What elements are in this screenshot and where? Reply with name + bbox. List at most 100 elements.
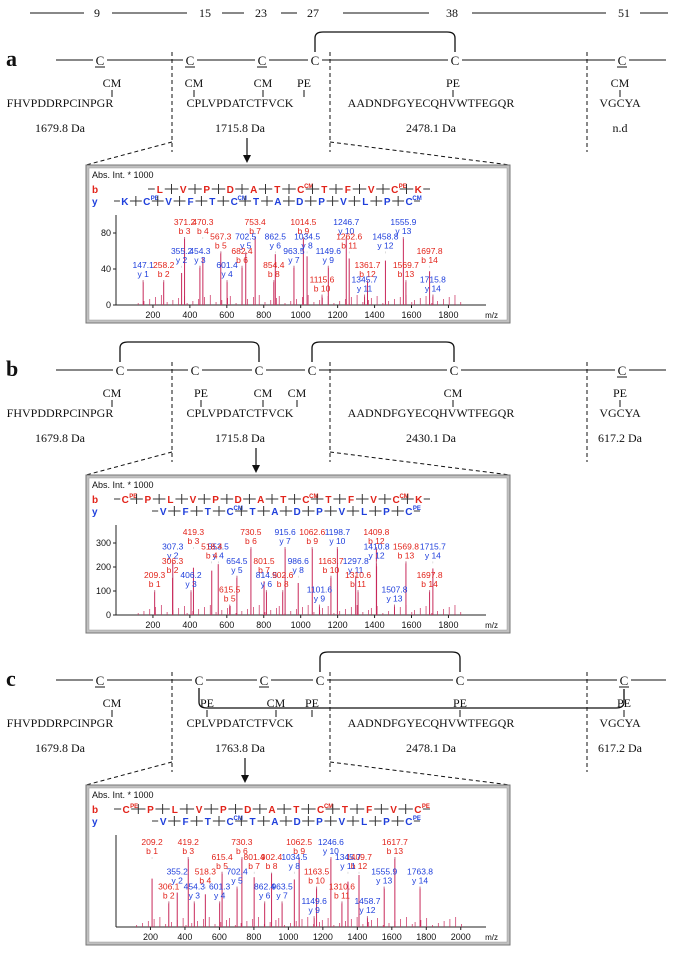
spectrum-header: Abs. Int. * 1000 [92, 170, 154, 180]
modification-label: PE [617, 696, 631, 710]
peak-ion-label: y 4 [213, 550, 225, 560]
x-tick-label: 600 [219, 620, 234, 630]
peak-mass-label: 1034.5 [281, 852, 307, 862]
peak-ion-label: b 3 [182, 846, 194, 856]
b-ladder-residue: A [250, 185, 257, 196]
y-ladder-modification: CM [412, 196, 421, 202]
peak-ion-label: b 6 [245, 536, 257, 546]
y-ion-row-label: y [92, 197, 98, 208]
peak-mass-label: 371.2 [174, 217, 196, 227]
cysteine-label: C [258, 53, 267, 68]
peak-mass-label: 702.5 [235, 231, 257, 241]
cys-gap [453, 671, 467, 687]
peak-mass-label: 1034.5 [294, 231, 320, 241]
peak-mass-label: 454.3 [184, 881, 206, 891]
cys-gap [252, 361, 266, 377]
residue-bg [242, 803, 253, 814]
y-ladder-residue: P [383, 817, 390, 828]
residue-bg [247, 505, 258, 516]
residue-bg [336, 815, 347, 826]
peak-ion-label: b 6 [236, 255, 248, 265]
residue-bg [185, 195, 196, 206]
residue-bg [314, 505, 325, 516]
cysteine-label: C [456, 673, 465, 688]
x-tick-label: 1800 [416, 932, 436, 942]
residue-bg [247, 815, 258, 826]
residue-bg [413, 493, 424, 504]
peak-mass-label: 258.2 [153, 260, 175, 270]
x-tick-label: 1800 [438, 620, 458, 630]
peak-ion-label: y 12 [377, 240, 393, 250]
arrow-head [252, 465, 260, 473]
peak-mass-label: 1410.8 [364, 541, 390, 551]
peak-ion-label: b 11 [350, 579, 366, 589]
x-tick-label: 2000 [451, 932, 471, 942]
peak-ion-label: y 13 [376, 876, 392, 886]
peak-ion-label: b 11 [341, 240, 357, 250]
zoom-guide [329, 761, 511, 786]
y-ladder-residue: T [249, 817, 255, 828]
residue-bg [119, 195, 130, 206]
peak-mass-label: 1149.6 [301, 896, 327, 906]
modification-label: CM [103, 696, 122, 710]
y-ladder-residue: F [182, 507, 188, 518]
x-tick-label: 400 [182, 620, 197, 630]
cysteine-label: C [255, 363, 264, 378]
peak-mass-label: 1715.8 [420, 275, 446, 285]
b-ion-row-label: b [92, 805, 98, 816]
modification-label: PE [446, 76, 460, 90]
peak-ion-label: y 14 [425, 284, 441, 294]
peak-mass-label: 1246.6 [318, 837, 344, 847]
peak-mass-label: 1569.8 [393, 541, 419, 551]
peak-ion-label: y 11 [357, 284, 373, 294]
x-unit-label: m/z [485, 311, 498, 320]
peak-ion-label: y 3 [194, 255, 206, 265]
peak-mass-label: 1310.6 [345, 570, 371, 580]
cys-gap [188, 361, 202, 377]
peak-ion-label: y 9 [308, 905, 320, 915]
b-ladder-residue: C [302, 495, 309, 506]
peak-ion-label: y 7 [288, 255, 300, 265]
x-tick-label: 1000 [278, 932, 298, 942]
residue-bg [292, 815, 303, 826]
peak-mass-label: 470.3 [192, 217, 214, 227]
peptide-mass: 617.2 Da [598, 431, 643, 445]
residue-bg [295, 183, 306, 194]
peak-mass-label: 454.3 [189, 246, 211, 256]
modification-label: PE [613, 386, 627, 400]
residue-bg [145, 803, 156, 814]
cysteine-label: C [96, 673, 105, 688]
x-tick-label: 1800 [438, 310, 458, 320]
y-ladder-residue: K [121, 197, 129, 208]
peak-mass-label: 814.5 [256, 570, 278, 580]
peak-mass-label: 1345.7 [335, 852, 361, 862]
peak-mass-label: 553.5 [208, 541, 230, 551]
b-ladder-residue: L [167, 495, 173, 506]
x-tick-label: 1200 [328, 310, 348, 320]
residue-bg [248, 183, 259, 194]
panel-letter: b [6, 356, 18, 381]
peak-mass-label: 1458.7 [354, 896, 380, 906]
peak-ion-label: y 6 [261, 579, 273, 589]
b-ladder-modification: PE [399, 184, 407, 190]
peak-mass-label: 601.4 [216, 260, 238, 270]
residue-bg [180, 505, 191, 516]
x-tick-label: 1400 [365, 620, 385, 630]
peptide-sequence: FHVPDDRPCINPGR [7, 716, 114, 730]
peak-ion-label: y 6 [270, 240, 282, 250]
y-ion-row-label: y [92, 817, 98, 828]
residue-bg [202, 815, 213, 826]
residue-bg [292, 505, 303, 516]
cysteine-label: C [195, 673, 204, 688]
peak-mass-label: 1507.8 [381, 585, 407, 595]
spectrum-header: Abs. Int. * 1000 [92, 790, 154, 800]
modification-label: CM [444, 386, 463, 400]
y-ladder-residue: P [384, 197, 391, 208]
y-ladder-residue: A [271, 817, 278, 828]
residue-bg [391, 493, 402, 504]
residue-bg [272, 183, 283, 194]
cysteine-label: C [116, 363, 125, 378]
peak-mass-label: 1617.7 [382, 837, 408, 847]
